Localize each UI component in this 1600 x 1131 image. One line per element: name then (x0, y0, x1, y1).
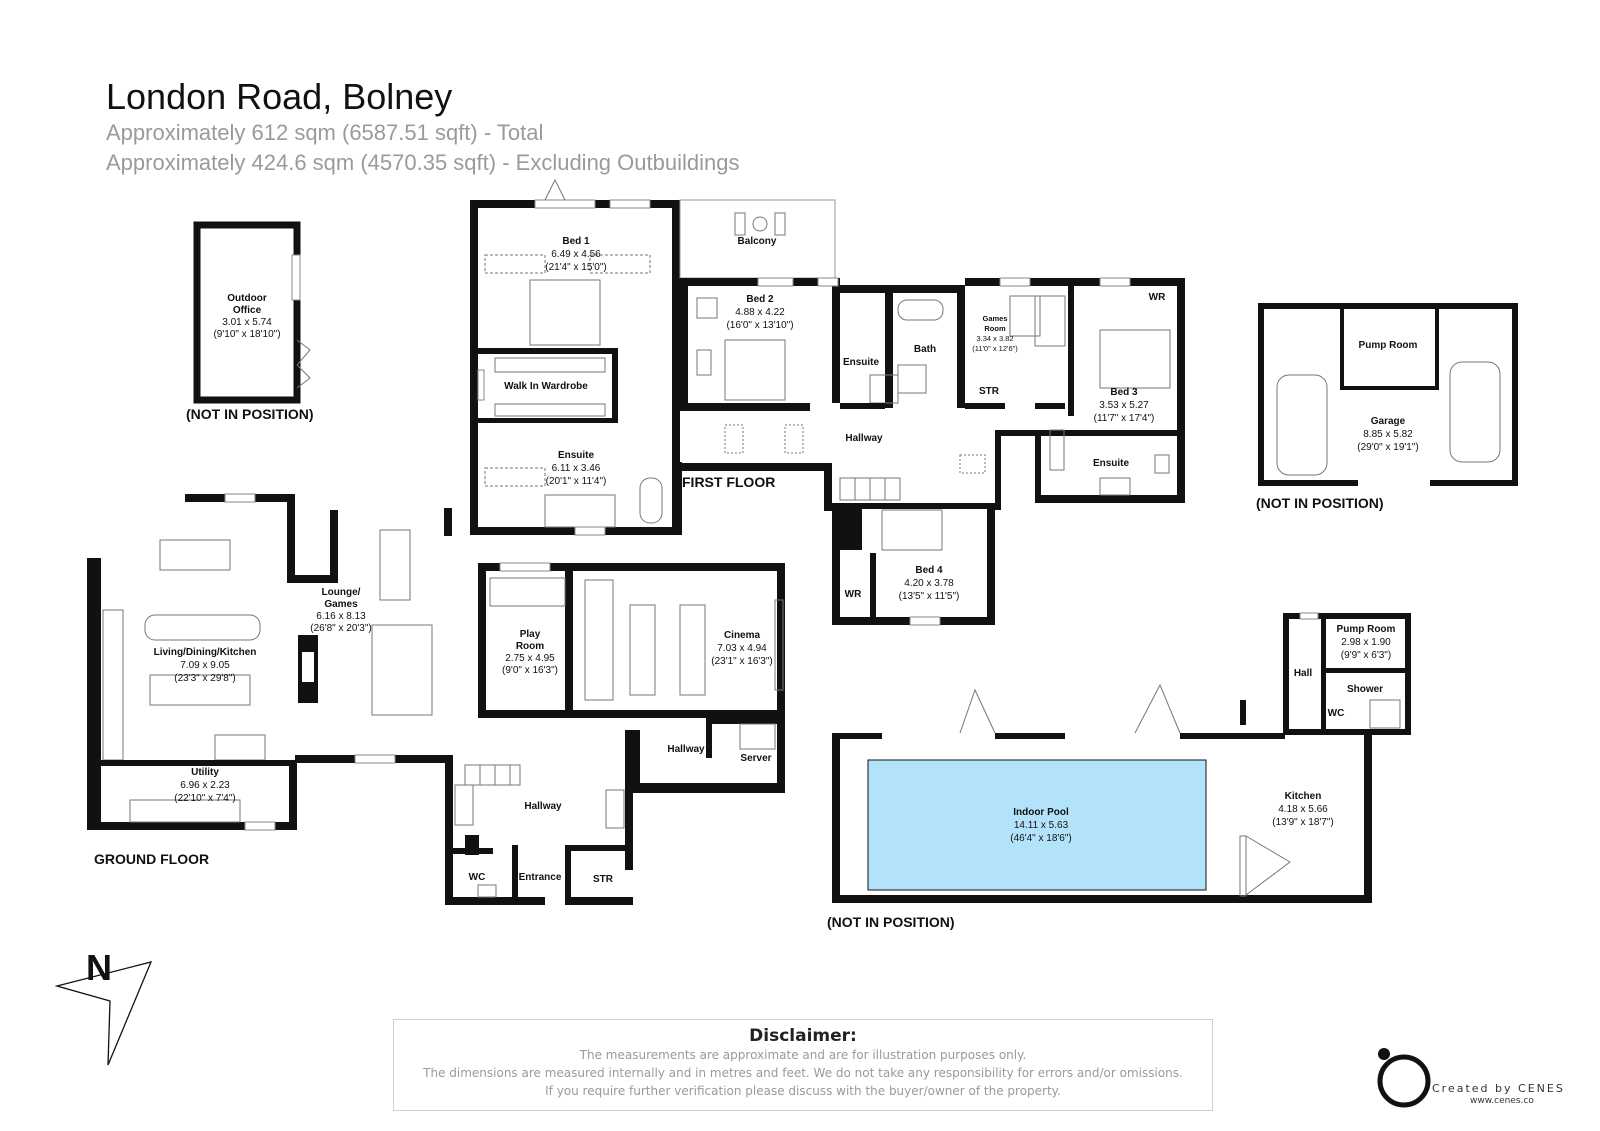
garage (1258, 303, 1518, 486)
outdoor-office-name-1: Outdoor (227, 293, 267, 304)
living-name: Living/Dining/Kitchen (154, 647, 257, 658)
bed3-name: Bed 3 (1110, 387, 1138, 398)
garage-imperial: (29'0" x 19'1") (1357, 442, 1419, 453)
outdoor-office-name-2: Office (233, 305, 262, 316)
hall-pool-name: Hall (1294, 668, 1313, 679)
bath-name: Bath (914, 344, 936, 355)
lounge-name-1: Lounge/ (322, 587, 361, 598)
outdoor-office-imperial: (9'10" x 18'10") (213, 329, 280, 340)
str-ground-name: STR (593, 874, 614, 885)
disclaimer-line-2: The dimensions are measured internally a… (423, 1066, 1183, 1080)
ensuite-bed2-name: Ensuite (843, 357, 880, 368)
pump-room-pool-metric: 2.98 x 1.90 (1341, 637, 1391, 648)
wc-pool-name: WC (1328, 708, 1345, 719)
games-room-name-2: Room (984, 324, 1006, 333)
garage-name: Garage (1371, 416, 1406, 427)
utility-metric: 6.96 x 2.23 (180, 780, 230, 791)
bed1-imperial: (21'4" x 15'0") (545, 262, 607, 273)
games-room-name-1: Games (982, 314, 1007, 323)
compass-arrow-icon (54, 961, 153, 1066)
shower-name: Shower (1347, 684, 1383, 695)
hallway-first-name: Hallway (845, 433, 883, 444)
play-room-name-2: Room (516, 641, 544, 652)
ground-floor-label: GROUND FLOOR (94, 851, 209, 867)
walk-in-wardrobe-name: Walk In Wardrobe (504, 381, 588, 392)
pool-house (832, 612, 1411, 903)
pump-room-garage-name: Pump Room (1359, 340, 1418, 351)
brand-url[interactable]: www.cenes.co (1470, 1096, 1534, 1106)
cinema-imperial: (23'1" x 16'3") (711, 656, 773, 667)
created-by: Created by CENES (1432, 1082, 1565, 1095)
not-in-position-label-garage: (NOT IN POSITION) (1256, 495, 1384, 511)
bed3-imperial: (11'7" x 17'4") (1094, 413, 1155, 424)
ground-floor (87, 493, 785, 905)
ensuite-bed1-name: Ensuite (558, 450, 595, 461)
first-floor-label: FIRST FLOOR (682, 474, 775, 490)
cinema-metric: 7.03 x 4.94 (717, 643, 767, 654)
hallway-ground-name: Hallway (524, 801, 562, 812)
bed3-metric: 3.53 x 5.27 (1099, 400, 1149, 411)
not-in-position-label-office: (NOT IN POSITION) (186, 406, 314, 422)
cinema-name: Cinema (724, 630, 761, 641)
ensuite-bed3-name: Ensuite (1093, 458, 1130, 469)
kitchen-pool-metric: 4.18 x 5.66 (1278, 804, 1328, 815)
lounge-name-2: Games (324, 599, 358, 610)
first-floor (470, 178, 1185, 626)
bed4-metric: 4.20 x 3.78 (904, 578, 954, 589)
indoor-pool-name: Indoor Pool (1013, 807, 1069, 818)
indoor-pool-imperial: (46'4" x 18'6") (1010, 833, 1072, 844)
games-room-imperial: (11'0" x 12'6") (972, 344, 1018, 353)
ensuite-bed1-imperial: (20'1" x 11'4") (546, 476, 607, 487)
bed4-name: Bed 4 (915, 565, 943, 576)
page-title: London Road, Bolney (106, 76, 453, 117)
utility-imperial: (22'10" x 7'4") (174, 793, 236, 804)
ensuite-bed1-metric: 6.11 x 3.46 (552, 463, 601, 474)
bed4-imperial: (13'5" x 11'5") (899, 591, 960, 602)
bed2-metric: 4.88 x 4.22 (735, 307, 785, 318)
kitchen-pool-name: Kitchen (1285, 791, 1322, 802)
outdoor-office-metric: 3.01 x 5.74 (222, 317, 272, 328)
bed2-name: Bed 2 (746, 294, 774, 305)
outdoor-office: Outdoor Office 3.01 x 5.74 (9'10" x 18'1… (193, 221, 311, 404)
kitchen-pool-imperial: (13'9" x 18'7") (1272, 817, 1334, 828)
play-room-metric: 2.75 x 4.95 (505, 653, 555, 664)
disclaimer-heading: Disclaimer: (749, 1026, 857, 1046)
play-room-name-1: Play (520, 629, 541, 640)
lounge-metric: 6.16 x 8.13 (316, 611, 366, 622)
disclaimer: Disclaimer: The measurements are approxi… (393, 1019, 1213, 1111)
utility-name: Utility (191, 767, 219, 778)
excluding-area: Approximately 424.6 sqm (4570.35 sqft) -… (106, 150, 740, 175)
entrance-name: Entrance (519, 872, 562, 883)
lounge-imperial: (26'8" x 20'3") (310, 623, 372, 634)
compass: N (54, 947, 153, 1066)
bed2-imperial: (16'0" x 13'10") (726, 320, 793, 331)
garage-metric: 8.85 x 5.82 (1363, 429, 1413, 440)
wr-bed4-name: WR (845, 589, 862, 600)
living-imperial: (23'3" x 29'8") (174, 673, 236, 684)
str-first-name: STR (979, 386, 1000, 397)
games-room-metric: 3.34 x 3.82 (976, 334, 1013, 343)
not-in-position-label-pool: (NOT IN POSITION) (827, 914, 955, 930)
total-area: Approximately 612 sqm (6587.51 sqft) - T… (106, 120, 544, 145)
pump-room-pool-name: Pump Room (1337, 624, 1396, 635)
disclaimer-line-1: The measurements are approximate and are… (579, 1048, 1027, 1062)
play-room-imperial: (9'0" x 16'3") (502, 665, 558, 676)
hallway-ground-small-name: Hallway (667, 744, 705, 755)
disclaimer-line-3: If you require further verification plea… (545, 1084, 1061, 1098)
pump-room-pool-imperial: (9'9" x 6'3") (1341, 650, 1391, 661)
bed1-metric: 6.49 x 4.56 (551, 249, 601, 260)
living-metric: 7.09 x 9.05 (180, 660, 230, 671)
server-name: Server (740, 753, 771, 764)
wr-bed3-name: WR (1149, 292, 1166, 303)
indoor-pool-metric: 14.11 x 5.63 (1014, 820, 1069, 831)
cenes-logo-icon (1377, 1048, 1431, 1108)
bed1-name: Bed 1 (562, 236, 590, 247)
balcony-name: Balcony (738, 236, 777, 247)
wc-ground-name: WC (469, 872, 486, 883)
compass-letter: N (86, 947, 112, 988)
